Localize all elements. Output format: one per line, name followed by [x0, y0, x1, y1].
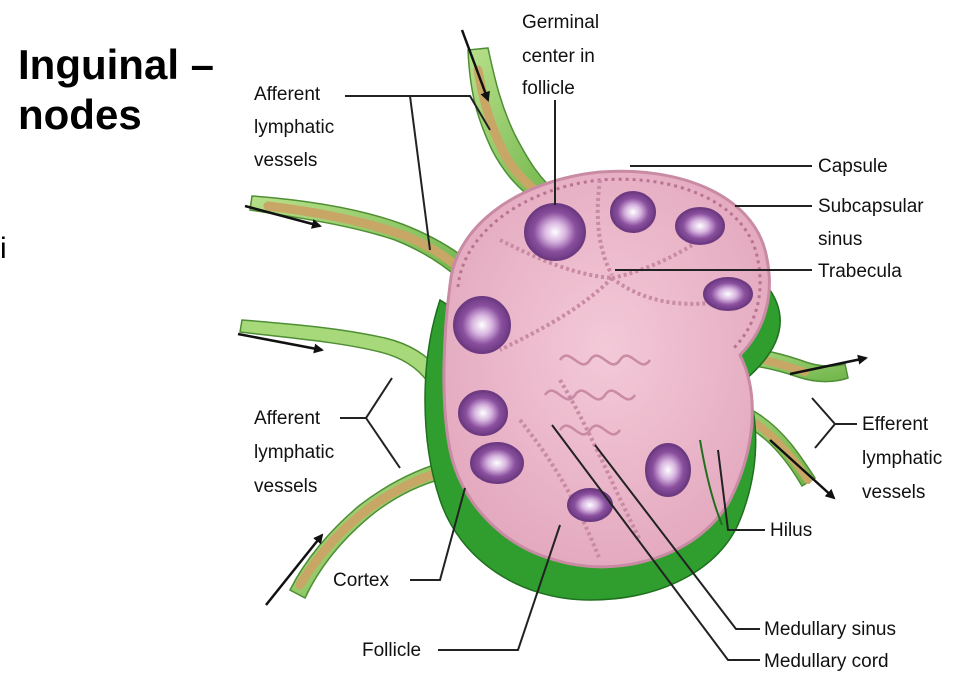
label-medullary-cord: Medullary cord [764, 651, 889, 672]
follicle-7 [471, 443, 523, 483]
label-follicle: Follicle [362, 640, 421, 661]
follicle-3 [676, 208, 724, 244]
label-efferent: Efferent lymphatic vessels [862, 414, 948, 503]
label-hilus: Hilus [770, 520, 812, 541]
label-cortex: Cortex [333, 570, 389, 591]
label-capsule: Capsule [818, 156, 888, 177]
leader-afferent-bottom-a [340, 378, 392, 418]
label-afferent-top: Afferent lymphatic vessels [254, 84, 340, 171]
follicle-5 [454, 297, 510, 353]
label-subcapsular: Subcapsular sinus [818, 196, 929, 250]
label-trabecula: Trabecula [818, 261, 902, 282]
leader-afferent-bottom-b [366, 418, 400, 468]
arrow-efferent-lower [770, 440, 834, 498]
follicle-4 [704, 278, 752, 310]
follicle-8 [646, 444, 690, 496]
label-afferent-bottom: Afferent lymphatic vessels [254, 408, 340, 497]
leader-efferent-b [815, 424, 835, 448]
follicle-6 [459, 391, 507, 435]
follicle-1 [525, 204, 585, 260]
follicle-2 [611, 192, 655, 232]
label-germinal: Germinal center in follicle [522, 12, 604, 99]
leader-efferent-a [812, 398, 857, 424]
follicle-9 [568, 489, 612, 521]
label-medullary-sinus: Medullary sinus [764, 619, 896, 640]
afferent-vessel-middle [240, 320, 440, 385]
